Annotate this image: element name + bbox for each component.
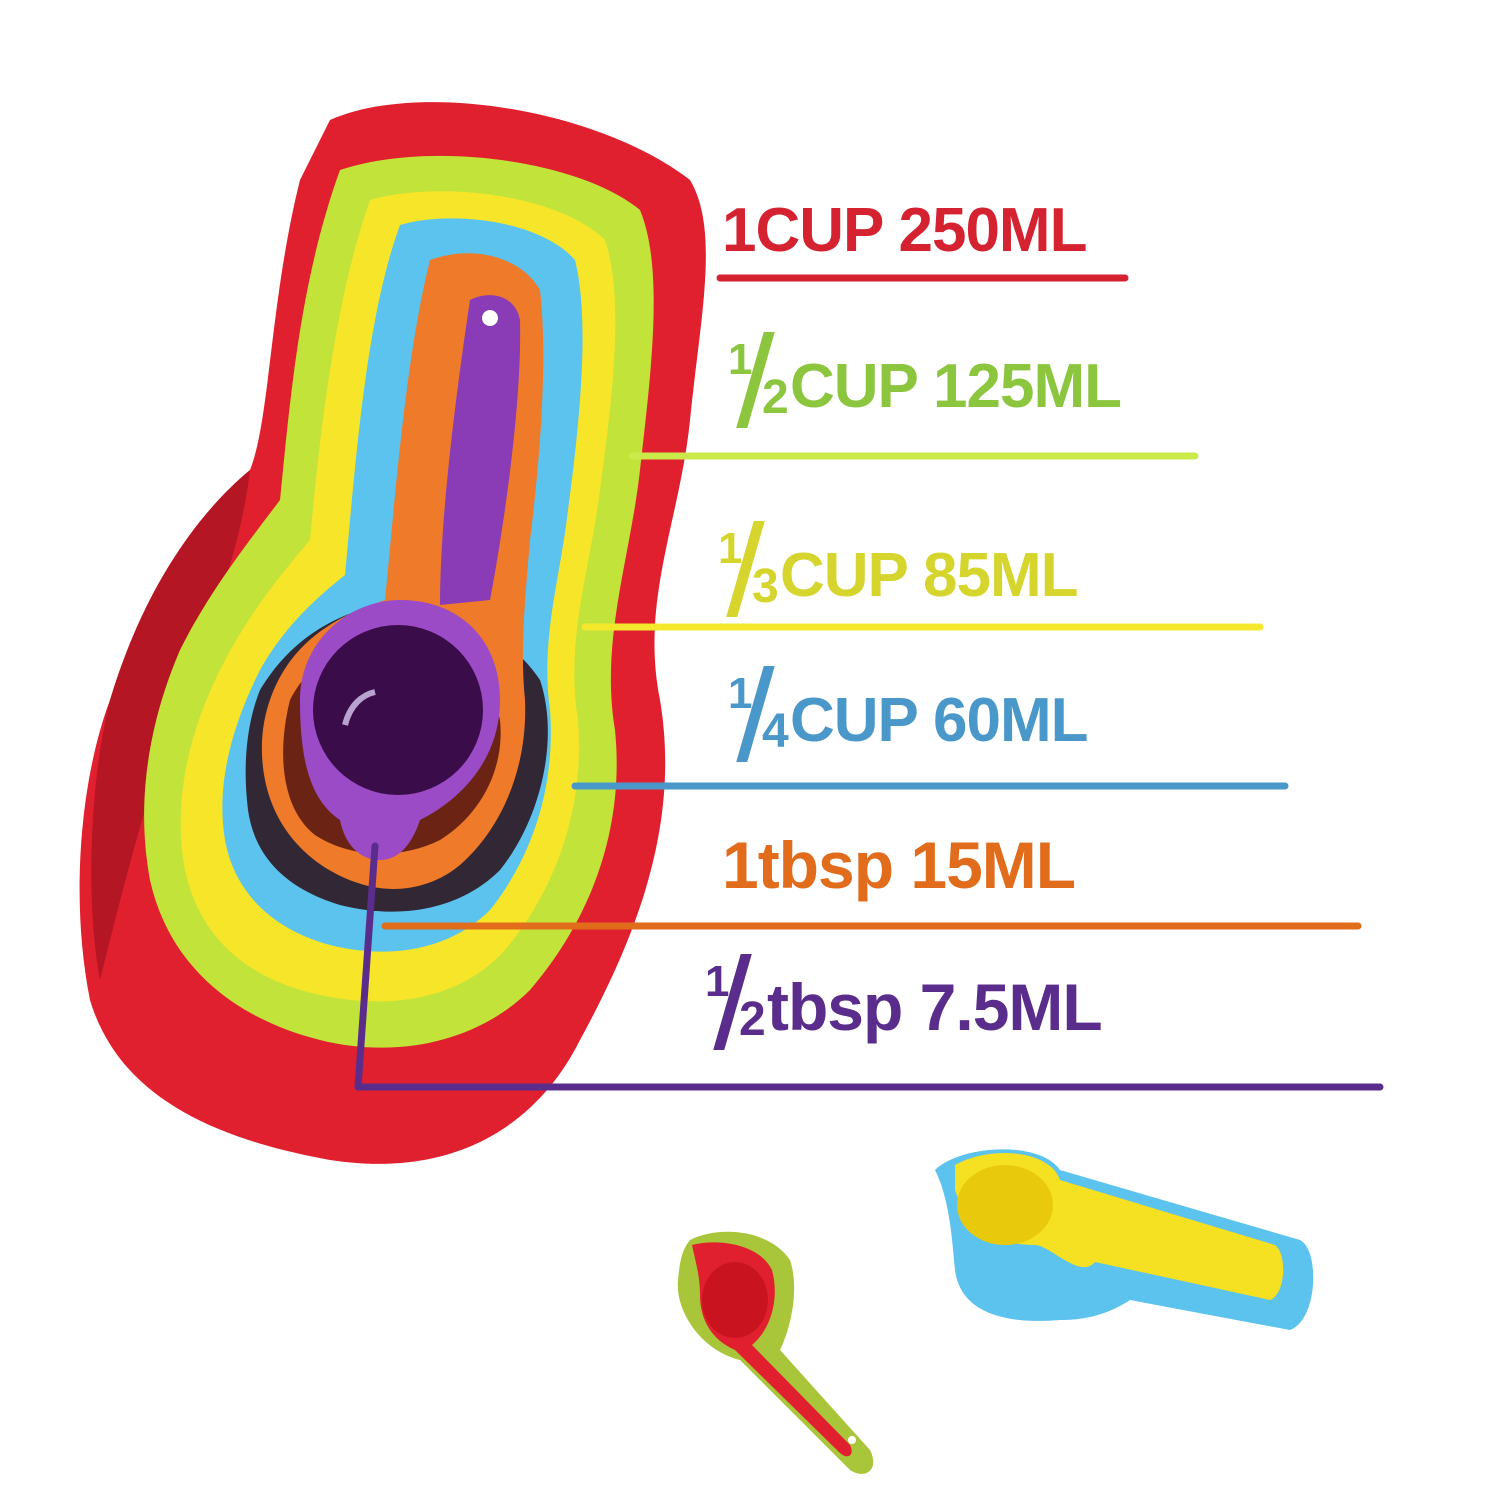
fraction-half-tbsp: 1 2	[705, 954, 767, 1050]
fraction-half: 1 2	[728, 332, 790, 428]
label-quarter-cup: 1 4 CUP 60ML	[728, 666, 1088, 762]
spoon-bowl-interior	[313, 625, 483, 795]
label-1cup: 1CUP 250ML	[722, 196, 1087, 265]
red-spoon-hole	[848, 1436, 856, 1444]
fraction-third: 1 3	[718, 521, 780, 617]
spoon-handle	[440, 295, 521, 605]
label-half-tbsp: 1 2 tbsp 7.5ML	[705, 954, 1103, 1050]
label-1cup-text: 1CUP 250ML	[722, 196, 1087, 265]
half-tbsp-spoon-purple	[300, 295, 521, 860]
cup-set-blue-yellow	[935, 1149, 1314, 1330]
yellow-cup-bowl	[957, 1165, 1053, 1245]
label-quarter-cup-text: CUP 60ML	[790, 686, 1088, 755]
spoon-hang-hole	[482, 310, 498, 326]
label-half-cup: 1 2 CUP 125ML	[728, 332, 1122, 428]
fraction-quarter: 1 4	[728, 666, 790, 762]
label-half-tbsp-text: tbsp 7.5ML	[767, 970, 1103, 1044]
label-third-cup-text: CUP 85ML	[780, 541, 1078, 610]
leader-lines	[354, 274, 1384, 1091]
leader-line-half-tbsp	[354, 842, 1384, 1091]
label-half-cup-text: CUP 125ML	[790, 352, 1122, 421]
spoon-highlight	[342, 689, 376, 726]
label-1tbsp-text: 1tbsp 15ML	[722, 828, 1076, 902]
label-1tbsp: 1tbsp 15ML	[722, 828, 1076, 902]
label-third-cup: 1 3 CUP 85ML	[718, 521, 1078, 617]
red-spoon-bowl	[702, 1262, 768, 1338]
small-spoon-set-green-red	[677, 1231, 874, 1474]
